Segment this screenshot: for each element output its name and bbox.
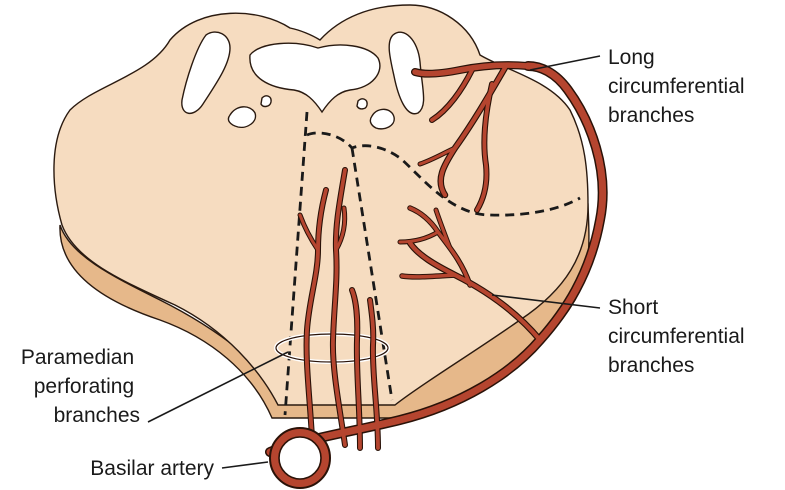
long-branch-twig-1: [430, 68, 474, 122]
basilar-artery-label: Basilar artery: [90, 457, 214, 480]
long-circumferential-leader: [529, 55, 601, 71]
long-circumferential-label: Long circumferential branches: [608, 46, 750, 127]
short-label-line-3: branches: [608, 354, 694, 377]
long-label-line-1: Long: [608, 46, 655, 69]
paramedian-label-line-2: perforating: [34, 375, 134, 398]
long-branch-upper: [412, 62, 531, 77]
left-tegmental-lumen: [181, 31, 231, 114]
long-branch-twig-2: [475, 82, 494, 212]
short-circumferential-label: Short circumferential branches: [608, 296, 750, 377]
right-small-tract: [369, 108, 395, 130]
long-label-line-2: circumferential: [608, 75, 745, 98]
long-label-line-3: branches: [608, 104, 694, 127]
right-tegmental-lumen: [388, 31, 425, 115]
paramedian-branch-1-twig: [298, 213, 320, 252]
basilar-leader: [221, 461, 269, 469]
long-branch-twig-3: [418, 146, 457, 166]
paramedian-label-line-1: Paramedian: [21, 346, 134, 369]
paramedian-leader: [147, 351, 289, 423]
paramedian-label: Paramedian perforating branches: [21, 346, 140, 427]
paramedian-branch-3: [350, 288, 362, 450]
left-tiny-tract: [260, 95, 272, 108]
left-small-tract: [227, 106, 257, 129]
long-circumferential-artery: [266, 62, 607, 456]
short-branch-twig-3: [398, 230, 440, 244]
short-branch-twig-4: [434, 208, 452, 250]
short-circumferential-artery: [407, 240, 543, 343]
paramedian-branch-4: [368, 298, 380, 450]
artery-fills: [266, 62, 607, 456]
paramedian-label-line-3: branches: [54, 404, 140, 427]
short-label-line-2: circumferential: [608, 325, 745, 348]
short-circumferential-leader: [491, 294, 601, 309]
right-tiny-tract: [356, 98, 368, 110]
paramedian-territory-left-boundary: [283, 111, 309, 416]
short-branch-twig-1: [400, 273, 457, 279]
paramedian-branch-1: [304, 188, 328, 440]
paramedian-branch-2: [331, 168, 347, 447]
paramedian-territory-right-boundary: [350, 147, 394, 401]
basilar-artery-lumen: [278, 436, 322, 480]
long-short-territory-boundary: [306, 131, 581, 217]
fourth-ventricle: [249, 42, 381, 114]
paramedian-branch-2-twig: [334, 206, 347, 252]
short-label-line-1: Short: [608, 296, 658, 319]
